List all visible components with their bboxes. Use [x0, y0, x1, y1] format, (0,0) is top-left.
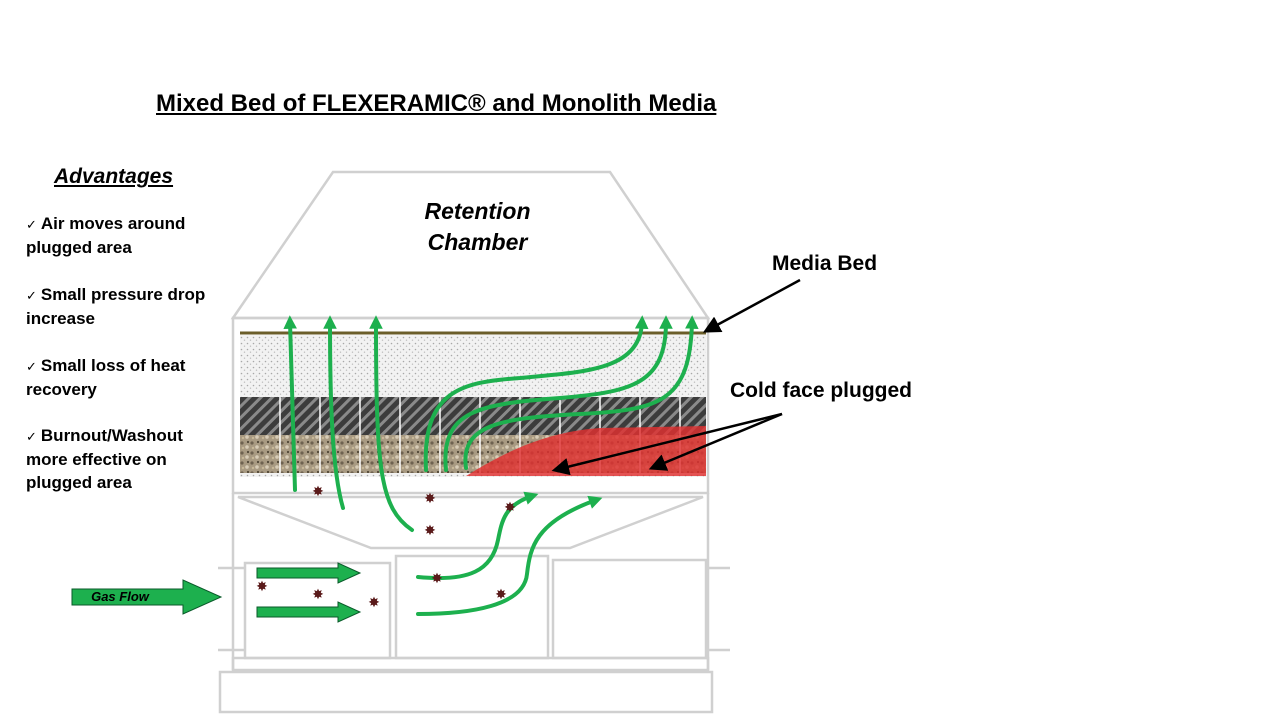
retention-chamber-label: Retention Chamber: [424, 198, 531, 255]
check-icon: ✓: [26, 359, 37, 374]
advantage-item: ✓Burnout/Washout more effective on plugg…: [26, 424, 226, 494]
particle: ✸: [312, 484, 324, 500]
advantage-text: Small pressure drop increase: [26, 285, 206, 328]
check-icon: ✓: [26, 288, 37, 303]
gas-flow-label: Gas Flow: [91, 589, 149, 604]
plenum-funnel: [237, 495, 704, 550]
flow-arrow: [443, 315, 673, 472]
flow-arrow: [369, 315, 414, 532]
outlet-box: [551, 558, 708, 660]
base-beam: [231, 656, 710, 672]
particle: ✸: [424, 523, 436, 539]
advantage-item: ✓Air moves around plugged area: [26, 212, 226, 259]
particle: ✸: [312, 587, 324, 603]
inlet-arrow: [256, 601, 362, 623]
flow-arrow: [463, 315, 699, 470]
housing-outline: [218, 170, 730, 714]
particle: ✸: [431, 571, 443, 587]
particle: ✸: [504, 500, 516, 516]
advantage-item: ✓Small loss of heat recovery: [26, 354, 226, 401]
diagram-title: Mixed Bed of FLEXERAMIC® and Monolith Me…: [156, 90, 717, 117]
advantages-heading: Advantages: [54, 165, 174, 188]
flow-arrow: [416, 495, 603, 616]
particulates: ✸ ✸ ✸ ✸ ✸ ✸ ✸ ✸ ✸: [256, 484, 516, 611]
cold-face-plugged-label: Cold face plugged: [730, 379, 913, 402]
advantage-item: ✓Small pressure drop increase: [26, 283, 226, 330]
particle: ✸: [256, 579, 268, 595]
gas-flow-arrow: [71, 579, 223, 615]
particle: ✸: [424, 491, 436, 507]
inlet-arrow: [256, 562, 362, 584]
check-icon: ✓: [26, 429, 37, 444]
flow-arrow: [416, 491, 539, 581]
duct-flanges: [218, 566, 730, 652]
plugged-callout-arrow: [648, 412, 783, 471]
flow-arrow: [423, 315, 649, 472]
base-plinth: [218, 670, 714, 714]
plugged-callout-arrow: [551, 412, 783, 476]
flow-arrow: [283, 315, 297, 492]
bed-housing: [231, 316, 710, 495]
flow-arrow: [323, 315, 345, 510]
advantage-text: Air moves around plugged area: [26, 214, 186, 257]
particle: ✸: [495, 587, 507, 603]
plugged-area: [466, 426, 706, 476]
advantage-text: Burnout/Washout more effective on plugge…: [26, 426, 183, 492]
media-bed-callout-arrow: [702, 278, 801, 333]
media-bed-label: Media Bed: [772, 252, 878, 275]
particle: ✸: [368, 595, 380, 611]
flow-arrows: [283, 315, 699, 616]
advantage-text: Small loss of heat recovery: [26, 356, 186, 399]
housing-legs: [231, 493, 710, 670]
check-icon: ✓: [26, 217, 37, 232]
